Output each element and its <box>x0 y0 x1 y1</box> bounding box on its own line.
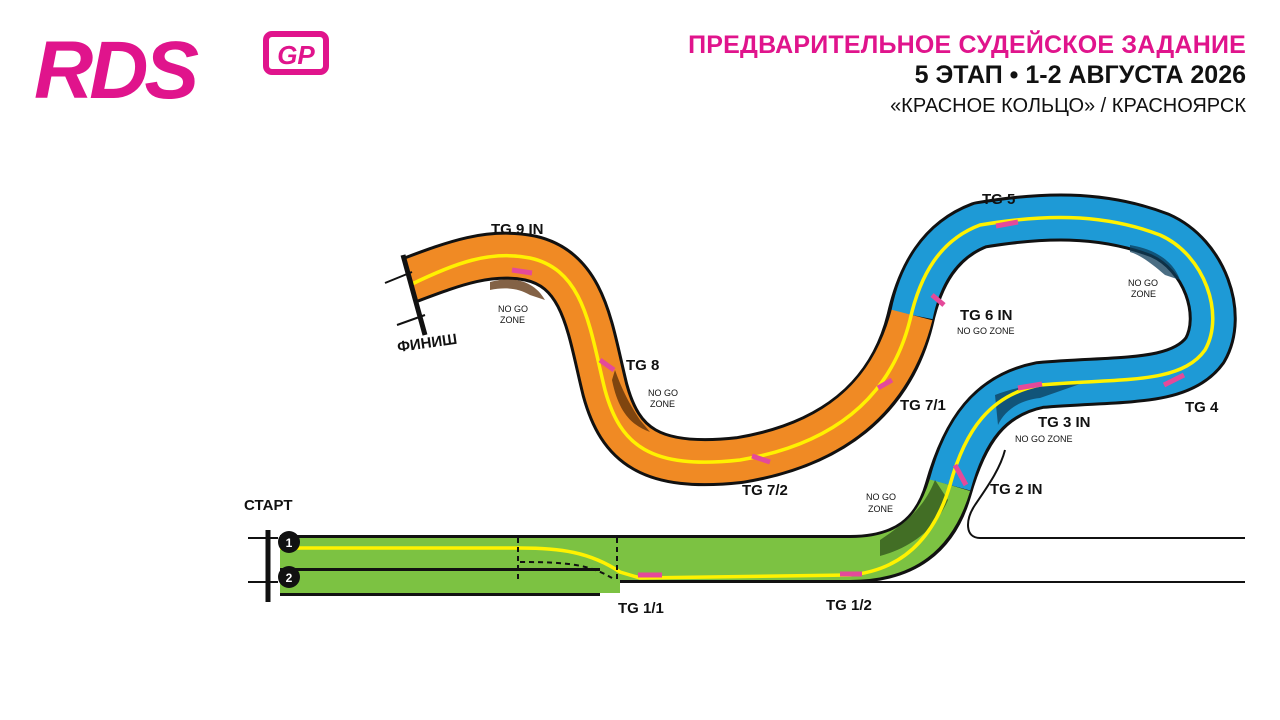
finish-line <box>400 254 428 336</box>
no-go-label-2: NO GO ZONE <box>1015 434 1073 444</box>
label-tg2in: TG 2 IN <box>990 481 1043 498</box>
logo-text: RDS <box>34 28 198 108</box>
no-go-shade-1 <box>880 480 948 556</box>
no-go-label-1-line2: ZONE <box>868 504 893 514</box>
rds-gp-logo: RDS GP <box>34 28 329 108</box>
marker-tg72 <box>751 453 771 465</box>
logo-badge: GP <box>277 40 315 70</box>
no-go-label-3-line1: NO GO <box>1128 278 1158 288</box>
label-tg6in: TG 6 IN <box>960 307 1013 324</box>
event-header: ПРЕДВАРИТЕЛЬНОЕ СУДЕЙСКОЕ ЗАДАНИЕ 5 ЭТАП… <box>688 30 1246 120</box>
start-label: СТАРТ <box>244 497 292 514</box>
header-stage-date: 5 ЭТАП • 1-2 АВГУСТА 2026 <box>914 61 1246 89</box>
marker-tg6in <box>930 293 946 307</box>
no-go-shade-4 <box>612 370 650 432</box>
marker-tg8 <box>598 357 616 373</box>
finish-label: ФИНИШ <box>396 331 458 356</box>
grid-marker-1 <box>278 531 300 553</box>
label-tg12: TG 1/2 <box>826 597 872 614</box>
logo-badge-frame <box>263 31 329 75</box>
grid-marker-2 <box>278 566 300 588</box>
no-go-label-3-line2: ZONE <box>1131 289 1156 299</box>
marker-tg5 <box>995 219 1019 229</box>
grid-marker-1-label: 1 <box>286 536 293 550</box>
lane-merge-dash <box>519 561 613 579</box>
label-tg3in: TG 3 IN <box>1038 414 1091 431</box>
no-go-label-6-line1: NO GO <box>498 304 528 314</box>
label-tg9in: TG 9 IN <box>491 221 544 238</box>
label-tg72: TG 7/2 <box>742 482 788 499</box>
finish-line-tick-2 <box>396 314 426 326</box>
grid-marker-2-label: 2 <box>286 571 293 585</box>
finish-line-tick-1 <box>384 271 413 284</box>
label-tg8: TG 8 <box>626 357 659 374</box>
marker-tg71 <box>876 377 894 391</box>
label-tg71: TG 7/1 <box>900 397 946 414</box>
racing-line <box>280 215 1215 580</box>
no-go-label-6-line2: ZONE <box>500 315 525 325</box>
label-tg5: TG 5 <box>982 191 1015 208</box>
label-tg4: TG 4 <box>1185 399 1219 416</box>
no-go-label-5-line2: ZONE <box>650 399 675 409</box>
marker-tg4 <box>1162 372 1186 388</box>
label-tg11: TG 1/1 <box>618 600 664 617</box>
marker-tg3in <box>1017 381 1043 391</box>
no-go-label-4: NO GO ZONE <box>957 326 1015 336</box>
no-go-shade-3 <box>1130 245 1180 280</box>
judging-zone-markers <box>511 219 1186 578</box>
header-venue: «КРАСНОЕ КОЛЬЦО» / КРАСНОЯРСК <box>890 95 1246 117</box>
marker-tg2in <box>952 463 969 487</box>
no-go-label-1-line1: NO GO <box>866 492 896 502</box>
track-boundary-upper <box>967 449 1245 539</box>
no-go-shade-5 <box>490 279 545 300</box>
header-title: ПРЕДВАРИТЕЛЬНОЕ СУДЕЙСКОЕ ЗАДАНИЕ <box>688 31 1246 59</box>
no-go-label-5-line1: NO GO <box>648 388 678 398</box>
marker-tg9in <box>511 267 533 276</box>
